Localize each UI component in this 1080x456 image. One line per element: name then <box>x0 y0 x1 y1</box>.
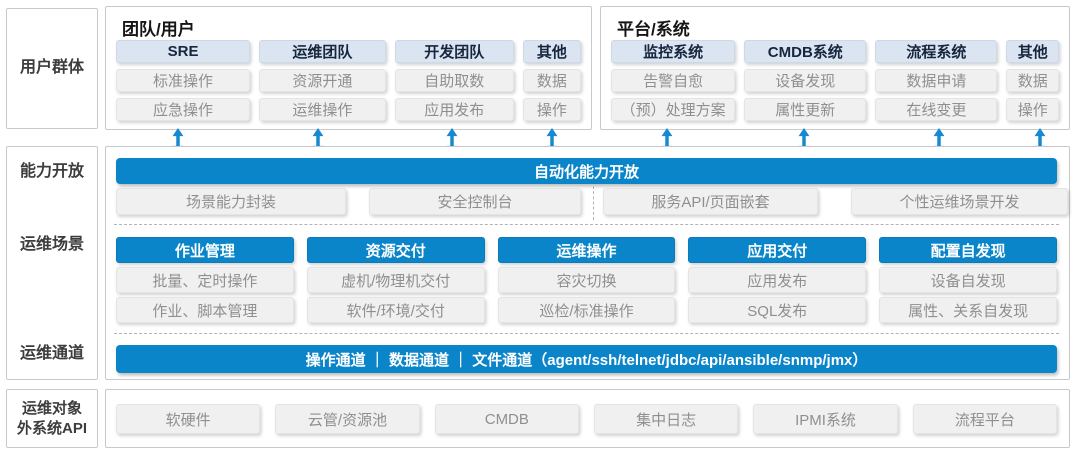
external-system-pill: CMDB <box>434 404 579 434</box>
group-platforms-systems: 平台/系统 监控系统 CMDB系统 流程系统 其他 告警自愈 设备发现 数据申请… <box>600 6 1070 130</box>
rail-middle: 能力开放 运维场景 运维通道 <box>6 146 98 380</box>
external-system-pill: 集中日志 <box>593 404 739 434</box>
column-header-pill: 其他 <box>522 40 581 63</box>
column-header-pill: 其他 <box>1006 40 1059 63</box>
rail-label-scenes: 运维场景 <box>19 236 84 253</box>
group-grid: SRE 运维团队 开发团队 其他 标准操作 资源开通 自助取数 数据 应急操作 … <box>116 40 581 121</box>
scene-header-pill: 资源交付 <box>306 237 485 263</box>
scene-item-pill: 应用发布 <box>688 267 867 293</box>
column-header-pill: 监控系统 <box>611 40 736 63</box>
column-header-pill: CMDB系统 <box>744 40 867 63</box>
dashed-horizontal-divider <box>114 333 1059 334</box>
group-title: 团队/用户 <box>122 20 195 39</box>
capability-item-pill: 设备发现 <box>744 69 867 92</box>
capability-item-pill: 操作 <box>522 98 581 121</box>
scene-header-pill: 作业管理 <box>116 237 294 263</box>
scene-columns: 作业管理 批量、定时操作 作业、脚本管理 资源交付 虚机/物理机交付 软件/环境… <box>116 237 1057 323</box>
rail-objects: 运维对象 外系统API <box>6 389 98 448</box>
capability-item-pill: 自助取数 <box>394 69 514 92</box>
capability-item-pill: 在线变更 <box>875 98 998 121</box>
scene-item-pill: 巡检/标准操作 <box>497 297 676 323</box>
scene-item-pill: 虚机/物理机交付 <box>306 267 485 293</box>
scene-column: 资源交付 虚机/物理机交付 软件/环境/交付 <box>306 237 485 323</box>
scene-header-pill: 配置自发现 <box>879 237 1057 263</box>
rail-label-objects-line2: 外系统API <box>16 419 87 437</box>
capability-item-pill: （预）处理方案 <box>611 98 736 121</box>
rail-label-users: 用户群体 <box>19 59 84 77</box>
scene-column: 配置自发现 设备自发现 属性、关系自发现 <box>879 237 1057 323</box>
scene-header-pill: 应用交付 <box>688 237 867 263</box>
capability-pill: 安全控制台 <box>369 188 581 215</box>
group-teams-users: 团队/用户 SRE 运维团队 开发团队 其他 标准操作 资源开通 自助取数 数据… <box>105 6 592 130</box>
rail-label-objects-line1: 运维对象 <box>21 400 82 417</box>
scene-item-pill: 容灾切换 <box>497 267 676 293</box>
scene-column: 作业管理 批量、定时操作 作业、脚本管理 <box>116 237 294 323</box>
capability-item-pill: 应急操作 <box>116 98 251 121</box>
column-header-pill: 运维团队 <box>259 40 386 63</box>
scene-column: 运维操作 容灾切换 巡检/标准操作 <box>497 237 676 323</box>
capability-pill: 服务API/页面嵌套 <box>603 188 818 215</box>
scene-item-pill: 作业、脚本管理 <box>116 297 294 323</box>
capability-pill: 场景能力封装 <box>116 188 346 215</box>
column-header-pill: SRE <box>116 40 251 63</box>
capability-item-pill: 操作 <box>1006 98 1059 121</box>
panel-middle: 自动化能力开放 场景能力封装 安全控制台 服务API/页面嵌套 个性运维场景开发… <box>105 146 1070 380</box>
scene-item-pill: 批量、定时操作 <box>116 267 294 293</box>
capability-item-pill: 资源开通 <box>259 69 386 92</box>
scene-item-pill: 属性、关系自发现 <box>879 297 1057 323</box>
external-system-pill: 云管/资源池 <box>275 404 420 434</box>
bottom-items: 软硬件 云管/资源池 CMDB 集中日志 IPMI系统 流程平台 <box>116 404 1057 434</box>
external-system-pill: 流程平台 <box>912 404 1057 434</box>
capability-item-pill: 应用发布 <box>394 98 514 121</box>
scene-item-pill: 软件/环境/交付 <box>306 297 485 323</box>
rail-label-channel: 运维通道 <box>19 345 84 362</box>
scene-item-pill: 设备自发现 <box>879 267 1057 293</box>
dashed-horizontal-divider <box>114 224 1059 225</box>
capability-item-pill: 数据 <box>1006 69 1059 92</box>
channel-bar: 操作通道 ｜ 数据通道 ｜ 文件通道（agent/ssh/telnet/jdbc… <box>116 345 1057 373</box>
rail-user-groups: 用户群体 <box>6 8 98 129</box>
scene-item-pill: SQL发布 <box>688 297 867 323</box>
capability-item-pill: 告警自愈 <box>611 69 736 92</box>
capability-item-pill: 数据申请 <box>875 69 998 92</box>
group-title: 平台/系统 <box>617 20 690 39</box>
capability-item-pill: 运维操作 <box>259 98 386 121</box>
capability-item-pill: 属性更新 <box>744 98 867 121</box>
capability-pill: 个性运维场景开发 <box>851 188 1068 215</box>
external-system-pill: 软硬件 <box>116 404 261 434</box>
rail-label-capability: 能力开放 <box>19 163 84 180</box>
panel-bottom: 软硬件 云管/资源池 CMDB 集中日志 IPMI系统 流程平台 <box>105 389 1070 448</box>
capability-item-pill: 数据 <box>522 69 581 92</box>
group-grid: 监控系统 CMDB系统 流程系统 其他 告警自愈 设备发现 数据申请 数据 （预… <box>611 40 1059 121</box>
scene-column: 应用交付 应用发布 SQL发布 <box>688 237 867 323</box>
column-header-pill: 流程系统 <box>875 40 998 63</box>
external-system-pill: IPMI系统 <box>753 404 898 434</box>
scene-header-pill: 运维操作 <box>497 237 676 263</box>
column-header-pill: 开发团队 <box>394 40 514 63</box>
capability-item-pill: 标准操作 <box>116 69 251 92</box>
dashed-vertical-divider <box>593 186 594 220</box>
automation-capability-bar: 自动化能力开放 <box>116 158 1057 184</box>
